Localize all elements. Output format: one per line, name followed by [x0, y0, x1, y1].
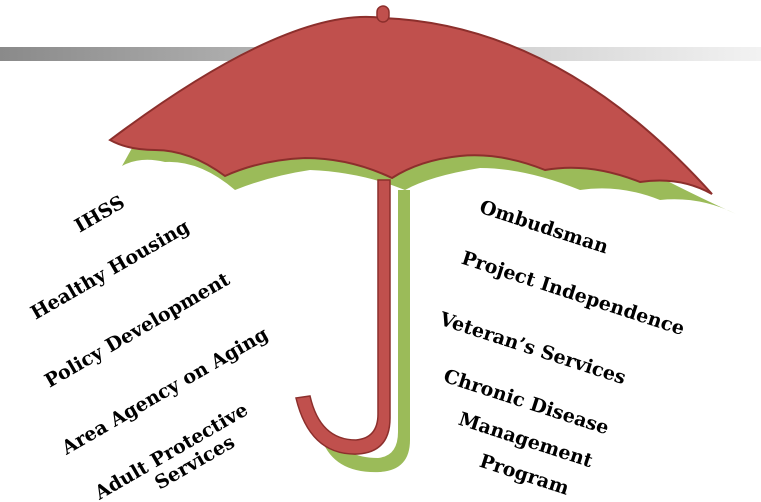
- umbrella-canopy: [108, 15, 713, 195]
- handle-shadow: [322, 190, 410, 473]
- umbrella-handle: [295, 179, 391, 455]
- umbrella-tip: [376, 5, 390, 23]
